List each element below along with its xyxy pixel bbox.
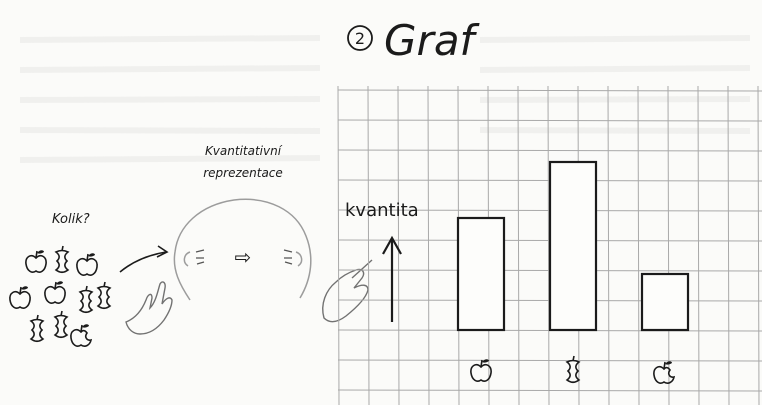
apple-icon — [25, 249, 47, 273]
grid-line-vertical — [727, 85, 730, 405]
apple-core-icon — [97, 281, 111, 310]
grid-line-horizontal — [337, 149, 762, 152]
drawing-hand-icon — [322, 268, 369, 323]
bar-bitten-apple — [640, 272, 690, 332]
bar-apple-core — [548, 160, 598, 332]
y-axis: kvantita — [345, 200, 419, 322]
apple-icon — [470, 358, 492, 382]
apple-core-icon — [30, 314, 44, 343]
grid-line-vertical — [427, 85, 430, 405]
question-label: Kolik? — [52, 212, 90, 227]
grid-line-vertical — [607, 85, 610, 405]
head-caption-line2: reprezentace — [203, 166, 283, 180]
apple-core-icon — [55, 245, 69, 274]
head-caption-line1: Kvantitativní — [205, 144, 283, 158]
head-features — [195, 249, 293, 265]
apple-core-icon — [566, 355, 580, 384]
grid-line-vertical — [517, 85, 520, 405]
apple-icon — [44, 280, 66, 304]
grid-line-vertical — [697, 85, 700, 405]
background-print-through — [19, 35, 751, 163]
grid-line-vertical — [337, 85, 340, 405]
apple-icon — [9, 285, 31, 309]
y-axis-label: kvantita — [345, 200, 419, 221]
grid-line-vertical — [397, 85, 400, 405]
apple-pile — [9, 245, 111, 347]
head-outline — [173, 198, 312, 301]
apple-icon — [76, 252, 98, 276]
grid-line-horizontal — [337, 119, 762, 122]
title-number: 2 — [355, 29, 365, 48]
grid-line-horizontal — [337, 359, 762, 362]
bitten-apple-icon — [70, 323, 92, 347]
apple-core-icon — [54, 310, 68, 339]
title-number-circle — [347, 25, 373, 51]
bars — [456, 160, 690, 332]
bitten-apple-icon — [653, 360, 675, 384]
grid-line-vertical — [667, 85, 670, 405]
arrow-to-head-icon — [119, 251, 167, 273]
thinking-arrow-icon: ⇨ — [235, 245, 252, 269]
apple-core-icon — [79, 285, 93, 314]
grid-line-vertical — [547, 85, 550, 405]
grid-line-horizontal — [337, 89, 762, 92]
grid-line-vertical — [757, 85, 760, 405]
grid-line-vertical — [637, 85, 640, 405]
grid-line-vertical — [367, 85, 370, 405]
y-axis-arrow-head-icon — [382, 235, 402, 255]
title-text: Graf — [384, 16, 481, 65]
title: 2 Graf — [347, 16, 481, 65]
bar-apple — [456, 216, 506, 332]
grid-line-horizontal — [337, 389, 762, 392]
pointing-hand-icon — [125, 281, 173, 335]
